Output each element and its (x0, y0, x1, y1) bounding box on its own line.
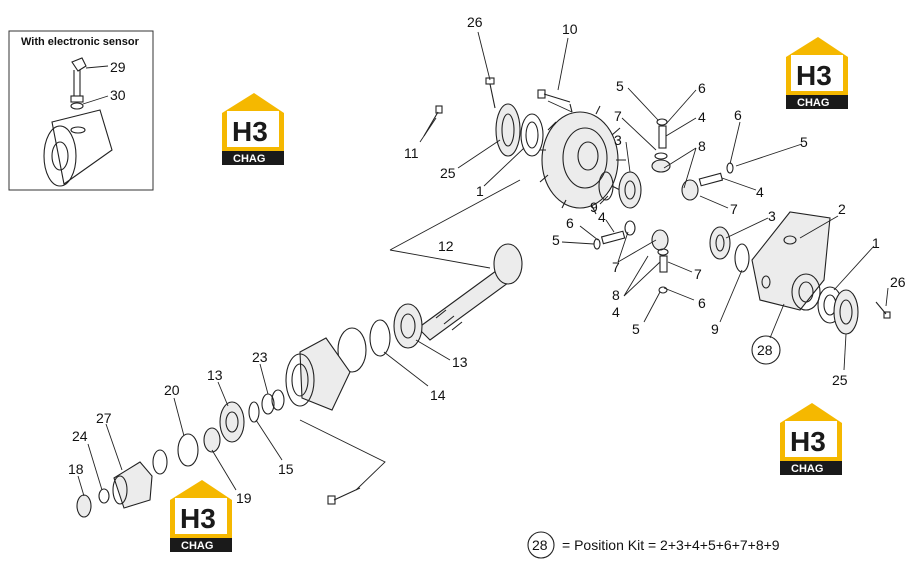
callout-15: 15 (278, 461, 294, 477)
callout-4-lower: 4 (612, 304, 620, 320)
bearing-13-lower (219, 401, 245, 443)
logo-top-right: H3 CHAG (786, 37, 848, 109)
callout-7-right: 7 (730, 201, 738, 217)
callout-6-lower: 6 (698, 295, 706, 311)
callout-20: 20 (164, 382, 180, 398)
callout-30: 30 (110, 87, 126, 103)
side-gear-3-top (618, 171, 642, 209)
logo-top-left: H3 CHAG (222, 93, 284, 165)
callout-5-lower: 5 (632, 321, 640, 337)
position-kit-legend: 28 = Position Kit = 2+3+4+5+6+7+8+9 (527, 531, 780, 559)
shim-14 (369, 319, 391, 357)
callout-26-right: 26 (890, 274, 906, 290)
callout-labels: 26 10 11 25 1 5 6 7 4 3 8 9 6 5 4 7 6 5 … (68, 14, 906, 506)
callout-1-right: 1 (872, 235, 880, 251)
callout-19: 19 (236, 490, 252, 506)
nut-18 (76, 494, 92, 518)
logo-bottom-left: H3 CHAG (170, 480, 232, 552)
callout-5-center: 5 (552, 232, 560, 248)
callout-6-top: 6 (698, 80, 706, 96)
differential-housing (751, 211, 831, 311)
callout-5-right: 5 (800, 134, 808, 150)
pinion-stack-top (651, 118, 671, 173)
callout-2: 2 (838, 201, 846, 217)
bolt-10 (537, 89, 571, 103)
sleeve-15 (248, 401, 260, 423)
callout-8-top: 8 (698, 138, 706, 154)
leader-lines (77, 31, 889, 497)
callout-29: 29 (110, 59, 126, 75)
shim-20 (177, 433, 199, 467)
callout-9-top: 9 (590, 199, 598, 215)
logo-bottom-right: H3 CHAG (780, 403, 842, 475)
callout-27: 27 (96, 410, 112, 426)
callout-7-center: 7 (612, 259, 620, 275)
callout-1-top: 1 (476, 183, 484, 199)
inset-electronic-sensor: With electronic sensor 29 30 (8, 30, 154, 191)
callout-14: 14 (430, 387, 446, 403)
callout-6-center: 6 (566, 215, 574, 231)
callout-28: 28 (757, 342, 773, 358)
washer-small (152, 449, 168, 475)
spacer-23 (261, 389, 285, 415)
inset-title: With electronic sensor (21, 36, 140, 48)
o-ring-large (337, 327, 367, 373)
callout-23: 23 (252, 349, 268, 365)
callout-18: 18 (68, 461, 84, 477)
callout-4-center: 4 (598, 209, 606, 225)
legend-text: = Position Kit = 2+3+4+5+6+7+8+9 (562, 537, 780, 553)
o-ring-24 (98, 488, 110, 504)
callout-11: 11 (404, 145, 419, 161)
callout-8-lower: 8 (612, 287, 620, 303)
callout-26-top: 26 (467, 14, 483, 30)
callout-10: 10 (562, 21, 578, 37)
pinion-stack-lower (657, 248, 669, 294)
callout-4-right: 4 (756, 184, 764, 200)
seal-ring-part (70, 102, 84, 110)
svg-text:H3: H3 (790, 426, 826, 457)
svg-text:H3: H3 (232, 116, 268, 147)
electronic-sensor-part (70, 57, 87, 103)
callout-4-top: 4 (698, 109, 706, 125)
thrust-washer-9-top (598, 171, 614, 201)
bearing-13-upper (393, 303, 423, 349)
svg-text:CHAG: CHAG (791, 463, 823, 475)
callout-13-upper: 13 (452, 354, 468, 370)
callout-12: 12 (438, 238, 454, 254)
svg-text:CHAG: CHAG (233, 153, 265, 165)
bolt-26-top (485, 77, 496, 109)
callout-3-top: 3 (614, 132, 622, 148)
callout-7-lower: 7 (694, 266, 702, 282)
callout-6-right: 6 (734, 107, 742, 123)
seal-19 (203, 427, 221, 453)
bearing-25-right (833, 289, 859, 335)
legend-kit-number: 28 (532, 537, 548, 553)
thrust-washer-9-lower (734, 243, 750, 273)
callout-7-top: 7 (614, 108, 622, 124)
svg-text:H3: H3 (180, 503, 216, 534)
pinion-carrier-housing (285, 337, 351, 411)
svg-text:CHAG: CHAG (181, 540, 213, 552)
side-gear-3-lower (709, 226, 731, 260)
output-flange-housing (43, 109, 113, 187)
callout-5-top: 5 (616, 78, 624, 94)
bearing-25-top (495, 103, 521, 157)
drive-pinion-shaft (417, 243, 523, 341)
output-flange-27 (112, 461, 153, 509)
callout-13-lower: 13 (207, 367, 223, 383)
bolt-26-right (875, 301, 891, 319)
kit-28-marker: 28 (751, 335, 781, 365)
bolt-housing (327, 487, 361, 505)
callout-3-lower: 3 (768, 208, 776, 224)
bearing-1-top (520, 113, 544, 157)
callout-25-top: 25 (440, 165, 456, 181)
svg-text:CHAG: CHAG (797, 97, 829, 109)
svg-text:H3: H3 (796, 60, 832, 91)
callout-24: 24 (72, 428, 88, 444)
callout-25-right: 25 (832, 372, 848, 388)
callout-9-lower: 9 (711, 321, 719, 337)
pinion-stack-center (593, 220, 669, 251)
